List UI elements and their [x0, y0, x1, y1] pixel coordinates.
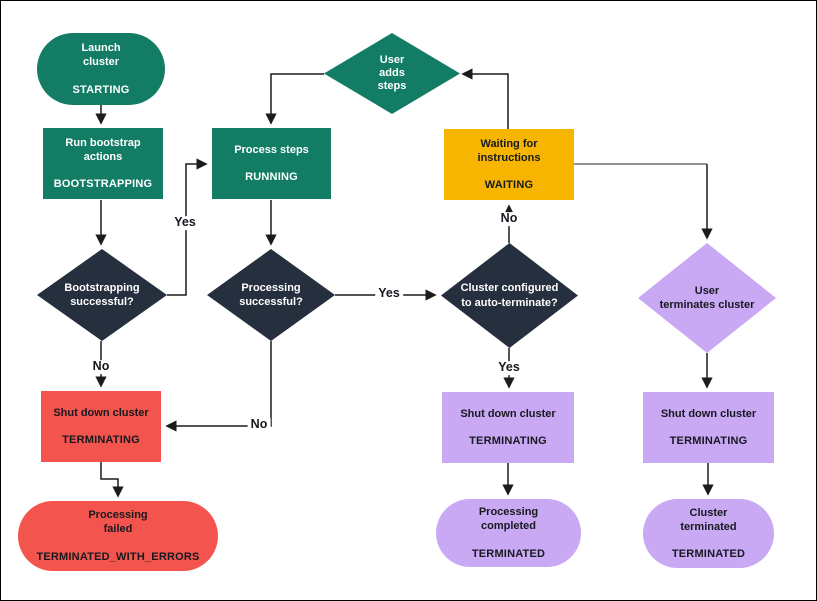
node-state: RUNNING: [245, 171, 298, 183]
node-bootstrapping-successful: Bootstrapping successful?: [37, 249, 167, 341]
node-label: User terminates cluster: [659, 284, 755, 311]
node-state: STARTING: [72, 83, 130, 96]
edge-label-bootstrap-yes: Yes: [171, 215, 199, 230]
node-label: Process steps: [234, 143, 309, 156]
node-state: TERMINATED: [471, 547, 546, 560]
node-state: TERMINATING: [669, 435, 748, 447]
node-processing-failed: Processing failed TERMINATED_WITH_ERRORS: [18, 501, 218, 571]
node-state: TERMINATING: [469, 435, 547, 447]
node-label: Cluster configured to auto-terminate?: [460, 282, 559, 309]
node-label: Launch cluster: [81, 42, 121, 69]
node-shut-down-cluster-errors: Shut down cluster TERMINATING: [41, 391, 161, 462]
node-label: Shut down cluster: [460, 407, 556, 420]
node-cluster-configured-auto-terminate: Cluster configured to auto-terminate?: [441, 243, 578, 348]
node-launch-cluster: Launch cluster STARTING: [37, 33, 165, 105]
node-label: Run bootstrap actions: [65, 136, 141, 163]
edge-label-auto-terminate-no: No: [497, 211, 521, 226]
node-user-terminates-cluster: User terminates cluster: [638, 243, 776, 353]
edge-label-processing-yes: Yes: [375, 286, 403, 301]
node-state: TERMINATED_WITH_ERRORS: [36, 550, 200, 563]
node-label: Waiting for instructions: [477, 137, 541, 164]
edge-label-auto-terminate-yes: Yes: [495, 360, 523, 375]
node-shut-down-cluster-user: Shut down cluster TERMINATING: [643, 392, 774, 463]
node-label: Shut down cluster: [53, 406, 149, 419]
node-state: BOOTSTRAPPING: [53, 178, 153, 191]
node-label: Processing successful?: [239, 281, 303, 308]
node-state: TERMINATING: [62, 434, 140, 446]
node-state: TERMINATED: [671, 548, 746, 561]
node-label: Cluster terminated: [680, 506, 737, 533]
node-processing-successful: Processing successful?: [207, 249, 335, 341]
node-label: Processing completed: [478, 506, 539, 533]
edge-label-bootstrap-no: No: [89, 359, 113, 374]
node-label: User adds steps: [377, 53, 407, 93]
node-waiting-for-instructions: Waiting for instructions WAITING: [444, 129, 574, 200]
node-state: WAITING: [484, 179, 534, 192]
node-label: Shut down cluster: [660, 407, 757, 420]
node-user-adds-steps: User adds steps: [324, 33, 460, 114]
node-processing-completed: Processing completed TERMINATED: [436, 499, 581, 567]
node-label: Processing failed: [88, 509, 148, 536]
node-shut-down-cluster-auto: Shut down cluster TERMINATING: [442, 392, 574, 463]
node-run-bootstrap-actions: Run bootstrap actions BOOTSTRAPPING: [43, 128, 163, 199]
node-cluster-terminated: Cluster terminated TERMINATED: [643, 499, 774, 568]
node-process-steps: Process steps RUNNING: [212, 128, 331, 199]
node-label: Bootstrapping successful?: [64, 281, 140, 308]
edge-label-processing-no: No: [247, 417, 271, 432]
